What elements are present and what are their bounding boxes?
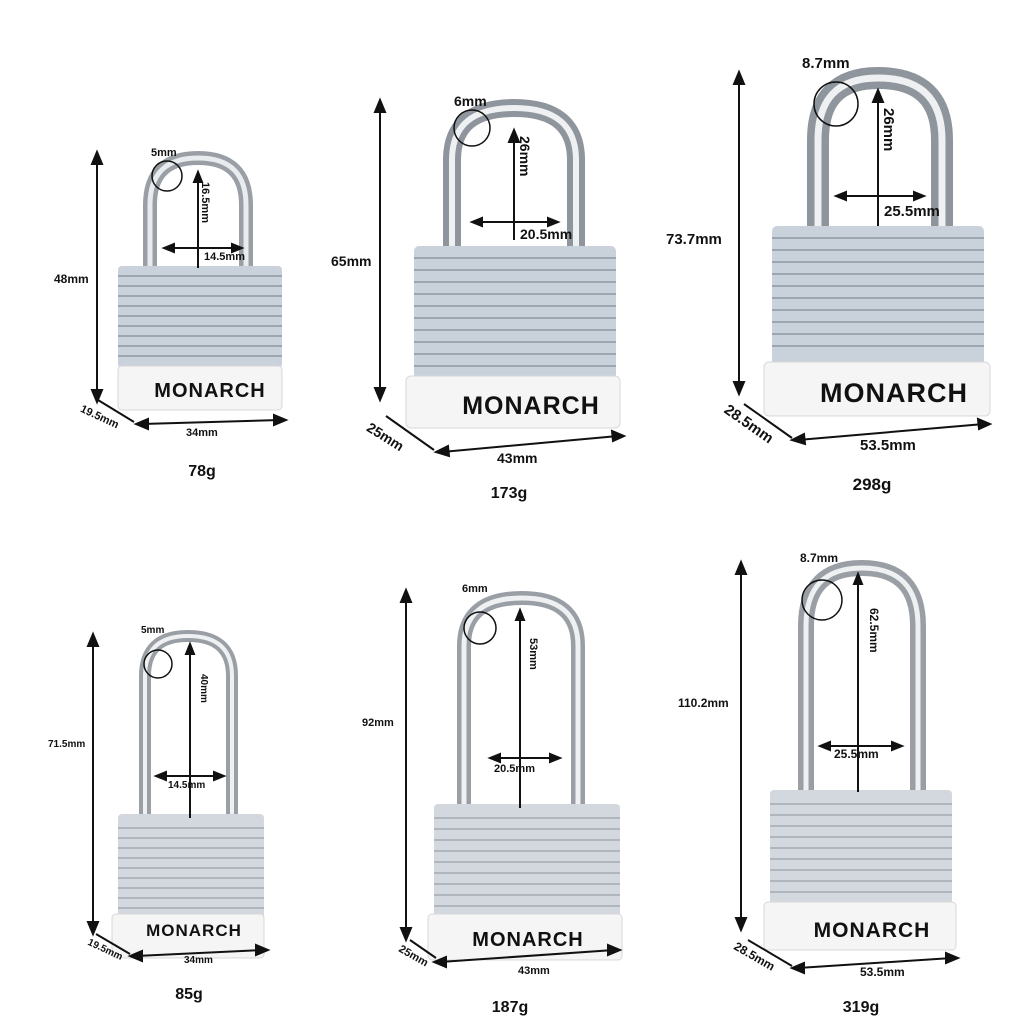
shackle-width-label: 25.5mm — [834, 747, 879, 761]
shackle-width-label: 20.5mm — [494, 763, 535, 775]
weight-label: 187g — [491, 999, 529, 1016]
shackle-width-label: 14.5mm — [204, 251, 245, 263]
shackle-diameter-label: 6mm — [454, 93, 487, 109]
brand-label: MONARCH — [813, 919, 931, 942]
shackle-diameter-label: 5mm — [151, 147, 177, 159]
weight-label: 173g — [490, 485, 528, 502]
width-label: 34mm — [186, 427, 218, 439]
weight-label: 85g — [175, 986, 203, 1003]
shackle-diameter-label: 8.7mm — [800, 551, 839, 565]
height-label: 48mm — [54, 272, 89, 286]
shackle-width-label: 20.5mm — [520, 226, 573, 242]
brand-label: MONARCH — [472, 929, 584, 951]
weight-label: 78g — [188, 463, 216, 480]
height-label: 65mm — [331, 253, 372, 269]
shackle-diameter-label: 8.7mm — [802, 55, 850, 72]
weight-label: 298g — [852, 475, 892, 494]
height-label: 92mm — [362, 717, 394, 729]
weight-label: 319g — [842, 999, 880, 1016]
brand-label: MONARCH — [154, 380, 266, 402]
shackle-width-label: 14.5mm — [168, 780, 206, 791]
shackle-width-label: 25.5mm — [884, 203, 940, 220]
shackle-diameter-label: 6mm — [462, 583, 488, 595]
brand-label: MONARCH — [146, 921, 242, 940]
width-label: 53.5mm — [860, 437, 916, 454]
shackle-diameter-label: 5mm — [141, 625, 165, 636]
width-label: 43mm — [497, 450, 538, 466]
brand-label: MONARCH — [462, 392, 600, 420]
brand-label: MONARCH — [820, 378, 968, 408]
width-label: 43mm — [518, 965, 550, 977]
width-label: 53.5mm — [860, 965, 905, 979]
width-label: 34mm — [184, 955, 213, 966]
height-label: 71.5mm — [48, 739, 86, 750]
height-label: 73.7mm — [666, 231, 722, 248]
height-label: 110.2mm — [678, 696, 729, 710]
shackle-clearance-label: 62.5mm — [867, 608, 881, 653]
